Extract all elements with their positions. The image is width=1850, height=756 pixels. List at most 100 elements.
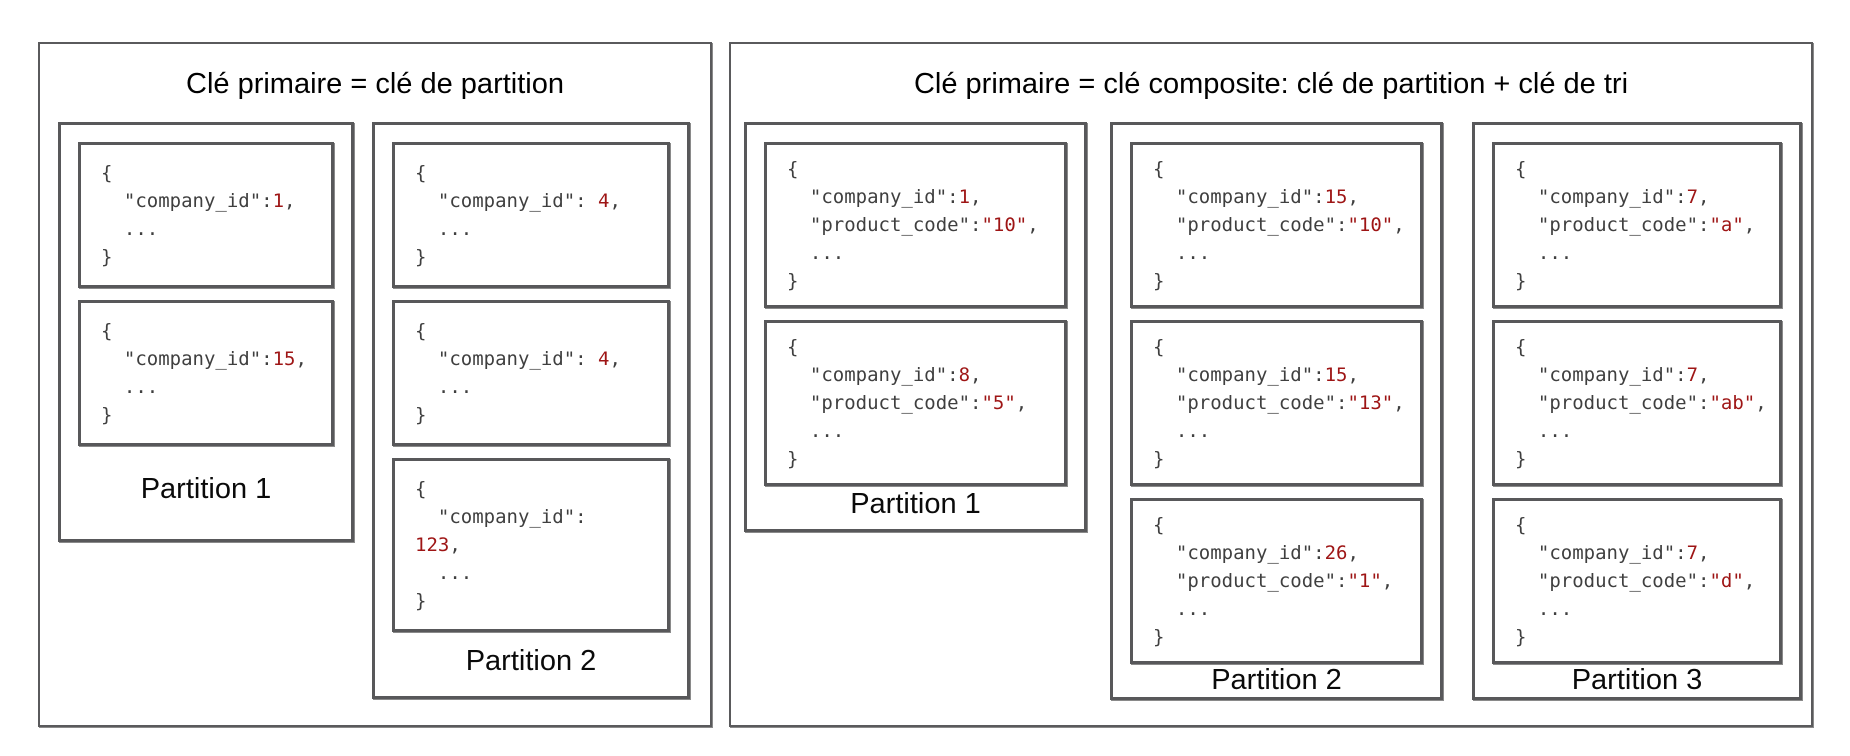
code-text: "company_id": [787,364,959,386]
code-line: "product_code":"10", [1153,211,1414,239]
code-line: "product_code":"1", [1153,567,1414,595]
code-line: { [1515,155,1773,183]
code-line: } [1153,623,1414,651]
record-list: { "company_id":1, "product_code":"10", .… [764,142,1067,486]
key-value: 4 [598,348,610,370]
code-text: { [1153,336,1165,358]
code-text: } [1153,626,1165,648]
code-line: "company_id": 4, [415,345,661,373]
code-text: "product_code": [787,392,982,414]
code-line: ... [415,559,661,587]
record-list: { "company_id":7, "product_code":"a", ..… [1492,142,1782,664]
code-text: } [101,246,113,268]
key-value: "10" [981,214,1028,236]
key-value: 7 [1686,364,1699,386]
code-line: { [1153,333,1414,361]
code-line: ... [101,215,325,243]
code-line: "company_id":15, [1153,183,1414,211]
code-text: , [970,186,982,208]
code-text: , [1698,186,1710,208]
code-line: } [101,243,325,271]
code-line: } [415,587,661,615]
code-text: , [970,364,982,386]
code-text: { [787,158,799,180]
code-text: , [1015,392,1028,414]
code-text: "company_id": [101,348,273,370]
code-line: "company_id":7, [1515,361,1773,389]
code-line: 123, [415,531,661,559]
code-text: ... [787,242,845,264]
key-value: "ab" [1709,392,1756,414]
code-text: , [1743,570,1756,592]
code-text: ... [1153,598,1211,620]
partition-label: Partition 1 [850,488,981,520]
code-text: { [787,336,799,358]
code-text: ... [1515,598,1573,620]
code-line: } [1153,267,1414,295]
partition-box-1: { "company_id":1, "product_code":"10", .… [744,122,1087,532]
json-record: { "company_id":7, "product_code":"a", ..… [1492,142,1782,308]
json-record: { "company_id":15, "product_code":"10", … [1130,142,1423,308]
code-text: } [1153,448,1165,470]
code-text: } [415,246,427,268]
code-line: } [101,401,325,429]
record-list: { "company_id":15, "product_code":"10", … [1130,142,1423,664]
key-value: 7 [1686,542,1699,564]
code-line: "company_id": [415,503,661,531]
key-value: "5" [981,392,1016,414]
json-record: { "company_id":123, ...} [392,458,670,632]
code-line: { [415,317,661,345]
code-line: { [101,159,325,187]
code-line: } [415,401,661,429]
record-list: { "company_id": 4, ...}{ "company_id": 4… [392,142,670,632]
code-line: { [787,155,1058,183]
key-value: 15 [1324,186,1348,208]
code-text: } [1515,626,1527,648]
key-value: 8 [958,364,971,386]
key-value: 4 [598,190,610,212]
code-line: { [101,317,325,345]
code-line: { [415,159,661,187]
code-text: ... [101,218,159,240]
code-text: , [1027,214,1039,236]
key-value: "10" [1347,214,1394,236]
json-record: { "company_id":1, "product_code":"10", .… [764,142,1067,308]
panel-partition-key: Clé primaire = clé de partition { "compa… [38,42,712,727]
key-value: "a" [1709,214,1744,236]
code-text: , [1347,364,1359,386]
code-text: , [1698,542,1710,564]
code-text: { [101,162,113,184]
json-record: { "company_id":15, ...} [78,300,334,446]
code-text: { [1515,158,1527,180]
code-text: ... [1515,420,1573,442]
code-line: ... [1153,417,1414,445]
code-line: } [1515,267,1773,295]
code-text: } [787,270,799,292]
code-text: , [1347,186,1359,208]
code-text: , [609,348,621,370]
code-text: , [1698,364,1710,386]
code-line: { [1515,511,1773,539]
code-line: "product_code":"d", [1515,567,1773,595]
panel-title: Clé primaire = clé de partition [186,68,564,100]
record-list: { "company_id":1, ...}{ "company_id":15,… [78,142,334,446]
code-text: ... [787,420,845,442]
key-value: 26 [1324,542,1348,564]
code-text: "company_id": [1515,186,1687,208]
code-line: "company_id":1, [787,183,1058,211]
code-text: , [284,190,296,212]
code-text: ... [415,376,473,398]
code-text: "company_id": [1153,542,1325,564]
key-value: 1 [958,186,971,208]
code-text: , [1347,542,1359,564]
json-record: { "company_id":7, "product_code":"ab", .… [1492,320,1782,486]
code-text: , [1393,392,1405,414]
code-text: "company_id": [415,190,599,212]
code-text: { [415,478,427,500]
code-line: "company_id":15, [1153,361,1414,389]
code-line: { [1153,511,1414,539]
partition-box-2: { "company_id":15, "product_code":"10", … [1110,122,1443,700]
json-record: { "company_id": 4, ...} [392,300,670,446]
json-record: { "company_id":15, "product_code":"13", … [1130,320,1423,486]
code-line: { [415,475,661,503]
